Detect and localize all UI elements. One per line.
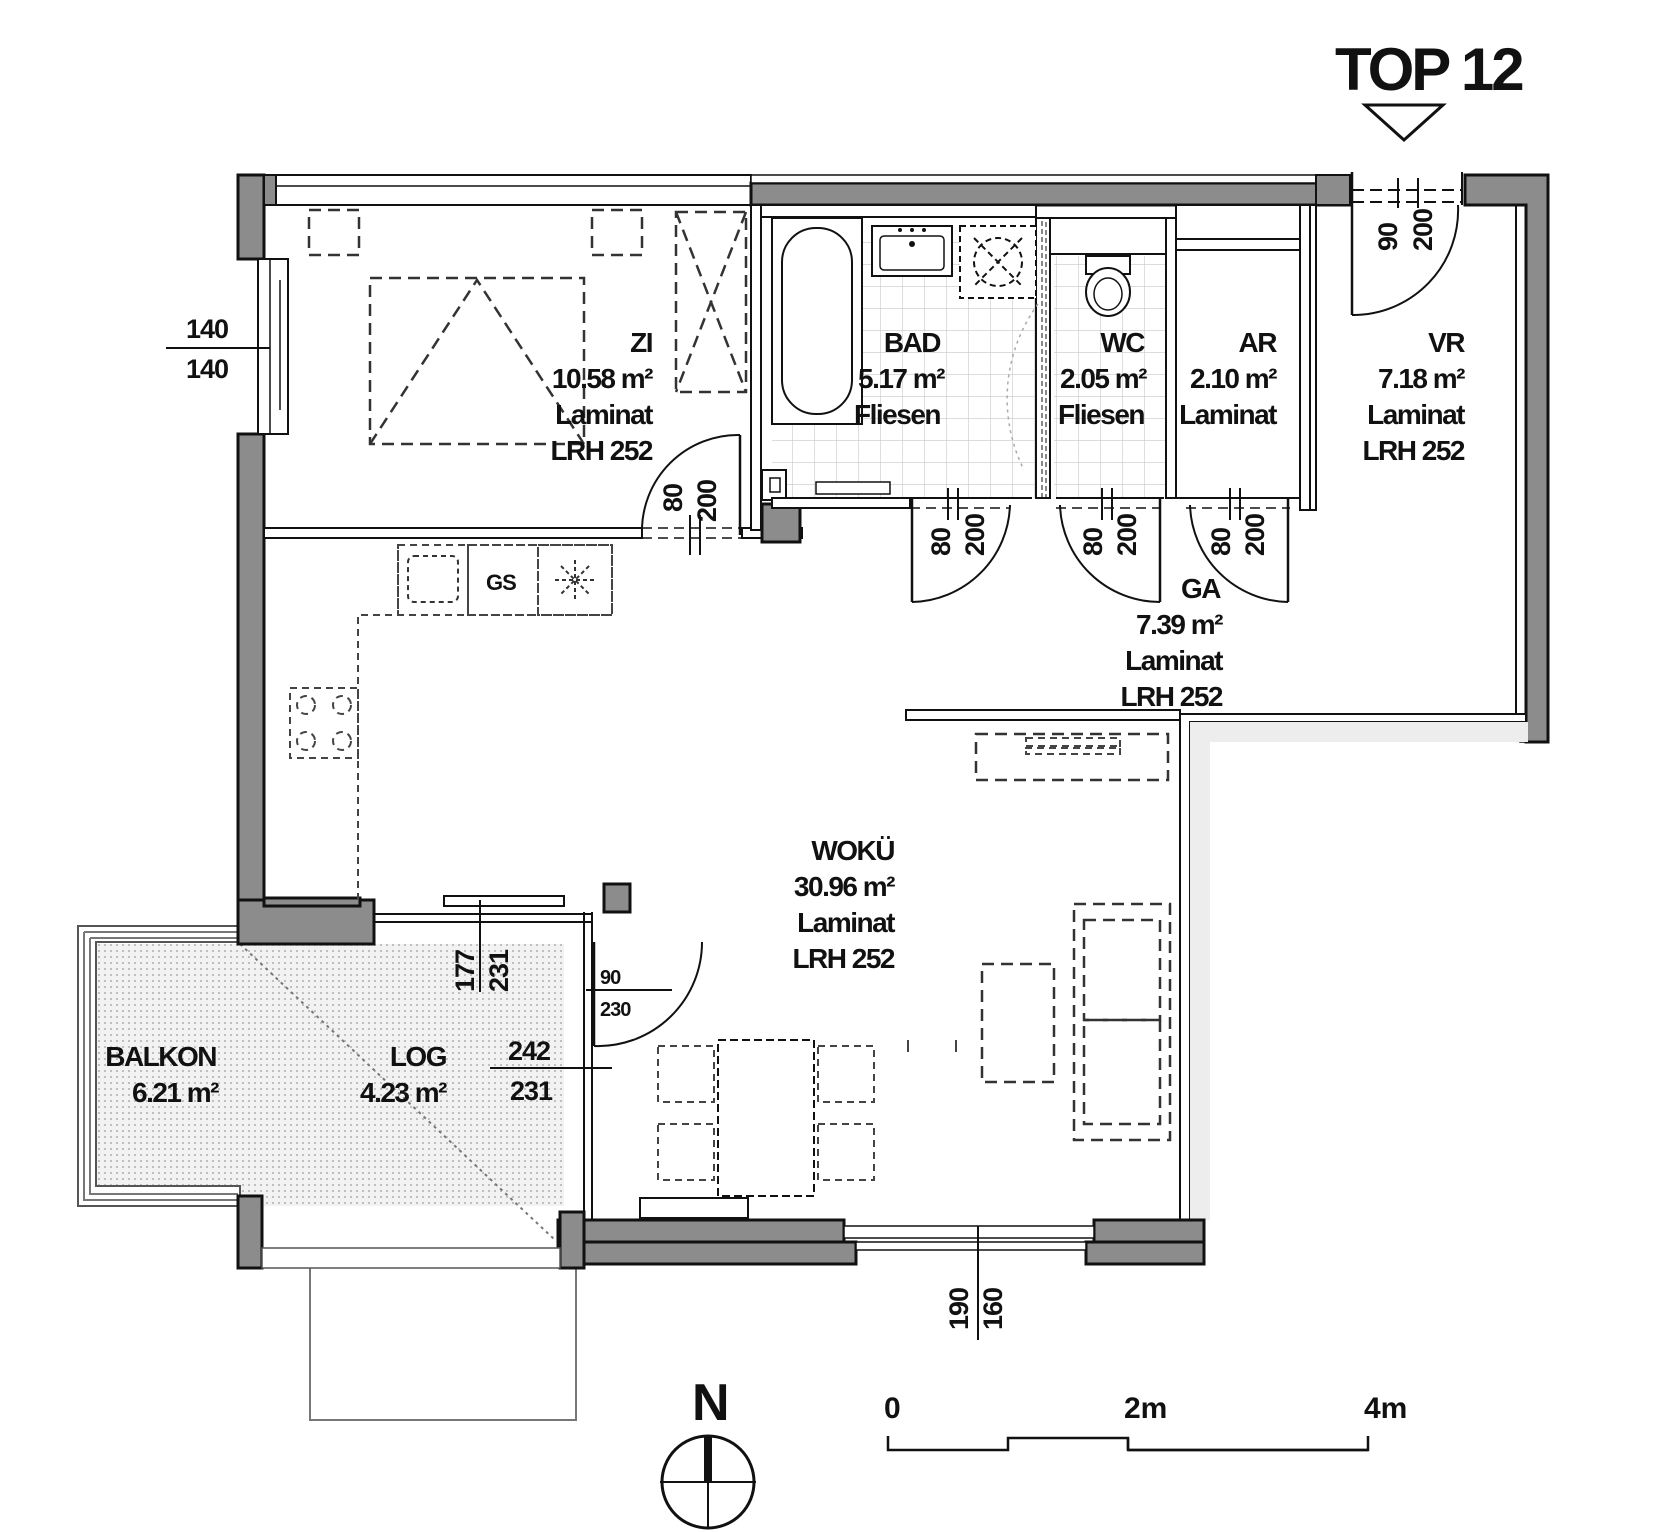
balcony-area xyxy=(77,925,577,1421)
sideboard-outline xyxy=(974,732,1170,782)
door-bad: 80 200 xyxy=(910,488,1011,603)
room-wc: WC 2.05 m² Fliesen xyxy=(1058,327,1149,430)
svg-text:GA: GA xyxy=(1181,573,1221,604)
dishwasher-label: GS xyxy=(486,570,516,595)
svg-text:LRH 252: LRH 252 xyxy=(550,435,652,466)
svg-text:BAD: BAD xyxy=(884,327,941,358)
title-block: TOP 12 xyxy=(1335,36,1525,143)
kitchen: GS xyxy=(289,544,613,900)
room-ga: GA 7.39 m² Laminat LRH 252 xyxy=(1120,573,1224,712)
svg-text:4.23 m²: 4.23 m² xyxy=(360,1077,447,1108)
svg-text:5.17 m²: 5.17 m² xyxy=(858,363,945,394)
window-log: 242 231 xyxy=(490,1036,612,1106)
door-wc: 80 200 xyxy=(1056,488,1162,603)
door-log-width: 90 xyxy=(600,967,621,989)
svg-text:7.18 m²: 7.18 m² xyxy=(1378,363,1465,394)
svg-text:WOKÜ: WOKÜ xyxy=(811,835,894,866)
door-bad-width: 80 xyxy=(926,528,956,556)
window-zi: 140 140 xyxy=(166,258,289,435)
fridge-icon xyxy=(555,560,595,600)
door-log: 90 230 xyxy=(586,941,703,1048)
wc-fixtures xyxy=(1085,255,1131,317)
svg-text:WC: WC xyxy=(1100,327,1145,358)
entrance-marker-icon xyxy=(1361,103,1447,143)
svg-text:Laminat: Laminat xyxy=(1125,645,1223,676)
window-zi-height: 140 xyxy=(186,354,228,384)
towel-rail-icon xyxy=(815,481,891,495)
scale-end: 4m xyxy=(1364,1392,1407,1425)
door-zi: 80 200 xyxy=(640,433,742,555)
svg-text:LRH 252: LRH 252 xyxy=(1120,681,1222,712)
door-bad-height: 200 xyxy=(960,514,990,556)
unit-title: TOP 12 xyxy=(1335,36,1522,103)
svg-text:LOG: LOG xyxy=(390,1041,447,1072)
svg-text:Fliesen: Fliesen xyxy=(1058,399,1144,430)
bed-outline xyxy=(368,276,586,446)
north-arrow: N xyxy=(660,1374,756,1530)
room-labels: ZI 10.58 m² Laminat LRH 252 BAD 5.17 m² … xyxy=(105,327,1467,1108)
room-balkon: BALKON 6.21 m² xyxy=(105,1041,220,1108)
svg-text:2.10 m²: 2.10 m² xyxy=(1190,363,1277,394)
room-bad: BAD 5.17 m² Fliesen xyxy=(854,327,947,430)
coffee-table-outline xyxy=(980,962,1056,1084)
zi-furniture xyxy=(307,208,748,446)
svg-text:30.96 m²: 30.96 m² xyxy=(794,871,895,902)
window-woku: 190 160 xyxy=(944,1226,1008,1340)
svg-text:Fliesen: Fliesen xyxy=(854,399,940,430)
svg-text:Laminat: Laminat xyxy=(555,399,653,430)
scale-mid: 2m xyxy=(1124,1392,1167,1425)
svg-text:AR: AR xyxy=(1239,327,1278,358)
kitchen-sink-icon xyxy=(407,555,459,603)
door-zi-width: 80 xyxy=(658,484,688,512)
svg-text:Laminat: Laminat xyxy=(797,907,895,938)
svg-text:Laminat: Laminat xyxy=(1367,399,1465,430)
svg-text:7.39 m²: 7.39 m² xyxy=(1136,609,1223,640)
svg-text:10.58 m²: 10.58 m² xyxy=(552,363,653,394)
partitions xyxy=(263,204,1317,721)
entry-door: 90 200 xyxy=(1350,172,1463,317)
door-ar: 80 200 xyxy=(1186,488,1290,603)
room-ar: AR 2.10 m² Laminat xyxy=(1179,327,1279,430)
svg-text:LRH 252: LRH 252 xyxy=(1362,435,1464,466)
door-entry-width: 90 xyxy=(1373,223,1403,251)
svg-text:BALKON: BALKON xyxy=(105,1041,216,1072)
scale-zero: 0 xyxy=(884,1392,901,1425)
door-ar-height: 200 xyxy=(1240,514,1270,556)
door-wc-width: 80 xyxy=(1078,528,1108,556)
walls xyxy=(236,173,1550,1270)
north-label: N xyxy=(692,1374,730,1432)
room-vr: VR 7.18 m² Laminat LRH 252 xyxy=(1362,327,1466,466)
window-woku-height: 160 xyxy=(978,1288,1008,1330)
svg-text:ZI: ZI xyxy=(630,327,652,358)
bath-fixtures xyxy=(771,217,1039,495)
window-log-height: 231 xyxy=(510,1076,553,1106)
room-woku: WOKÜ 30.96 m² Laminat LRH 252 xyxy=(792,835,896,974)
svg-text:LRH 252: LRH 252 xyxy=(792,943,894,974)
svg-text:Laminat: Laminat xyxy=(1179,399,1277,430)
room-log: LOG 4.23 m² xyxy=(360,1041,449,1108)
door-ar-width: 80 xyxy=(1206,528,1236,556)
sofa-outline xyxy=(1072,902,1172,1142)
svg-text:VR: VR xyxy=(1428,327,1465,358)
window-log-width: 242 xyxy=(508,1036,550,1066)
window-zi-width: 140 xyxy=(186,314,228,344)
living-furniture xyxy=(639,732,1172,1219)
wardrobe-outline xyxy=(674,210,748,394)
kitchen-window: 177 231 xyxy=(443,882,632,992)
window-kitchen-width: 177 xyxy=(450,950,480,992)
window-kitchen-height: 231 xyxy=(484,949,514,992)
door-wc-height: 200 xyxy=(1112,514,1142,556)
door-zi-height: 200 xyxy=(692,480,722,522)
cooktop-icon xyxy=(289,687,359,759)
window-woku-width: 190 xyxy=(944,1288,974,1330)
scale-bar: 0 2m 4m xyxy=(884,1392,1407,1452)
room-zi: ZI 10.58 m² Laminat LRH 252 xyxy=(550,327,654,466)
svg-text:6.21 m²: 6.21 m² xyxy=(132,1077,219,1108)
dining-table-outline xyxy=(717,1039,815,1197)
svg-text:2.05 m²: 2.05 m² xyxy=(1060,363,1147,394)
door-entry-height: 200 xyxy=(1408,209,1438,251)
door-log-height: 230 xyxy=(600,999,631,1021)
